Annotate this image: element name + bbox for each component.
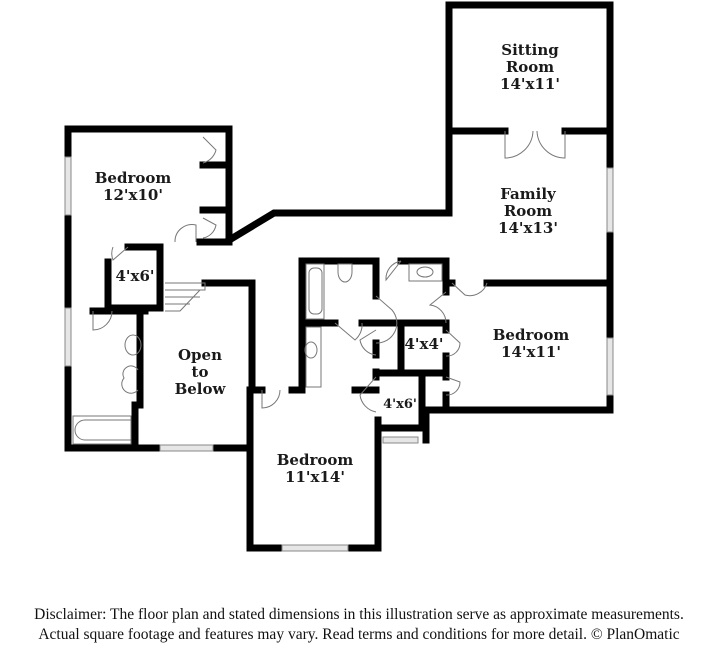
room-label-closet-center: 4'x4': [401, 336, 447, 353]
walls: [64, 1, 614, 552]
room-name-line: to: [191, 362, 209, 381]
room-label-family-room: Family Room 14'x13': [478, 186, 578, 236]
room-dimensions: 11'x14': [285, 467, 345, 486]
room-name-line: Bedroom: [492, 326, 570, 344]
room-name-line: Family: [500, 185, 556, 203]
room-label-bedroom-south: Bedroom 11'x14': [265, 452, 365, 486]
room-name-line: Open: [177, 346, 222, 364]
room-label-open-to-below: Open to Below: [160, 347, 240, 397]
room-dimensions: 14'x11': [500, 74, 560, 93]
room-dimensions: 4'x6': [383, 397, 417, 412]
windows: [64, 156, 614, 552]
room-name-line: Below: [174, 379, 226, 398]
room-label-closet-south: 4'x6': [378, 397, 422, 413]
room-dimensions: 4'x4': [404, 335, 444, 353]
disclaimer-line-2: Actual square footage and features may v…: [38, 626, 680, 643]
room-label-sitting-room: Sitting Room 14'x11': [480, 42, 580, 92]
room-dimensions: 12'x10': [103, 185, 163, 204]
floor-plan-drawing: [64, 1, 614, 552]
room-dimensions: 4'x6': [115, 267, 155, 285]
room-name-line: Sitting: [501, 41, 559, 59]
room-label-closet-nw: 4'x6': [110, 268, 160, 285]
room-name-line: Room: [505, 57, 555, 76]
disclaimer: Disclaimer: The floor plan and stated di…: [0, 605, 718, 645]
room-label-bedroom-east: Bedroom 14'x11': [481, 327, 581, 361]
room-name-line: Bedroom: [276, 451, 354, 469]
room-name-line: Room: [503, 201, 553, 220]
room-dimensions: 14'x11': [501, 342, 561, 361]
doors-and-fixtures: [72, 130, 566, 445]
disclaimer-line-1: Disclaimer: The floor plan and stated di…: [34, 606, 684, 623]
room-label-bedroom-nw: Bedroom 12'x10': [83, 170, 183, 204]
room-name-line: Bedroom: [94, 169, 172, 187]
room-dimensions: 14'x13': [498, 218, 558, 237]
